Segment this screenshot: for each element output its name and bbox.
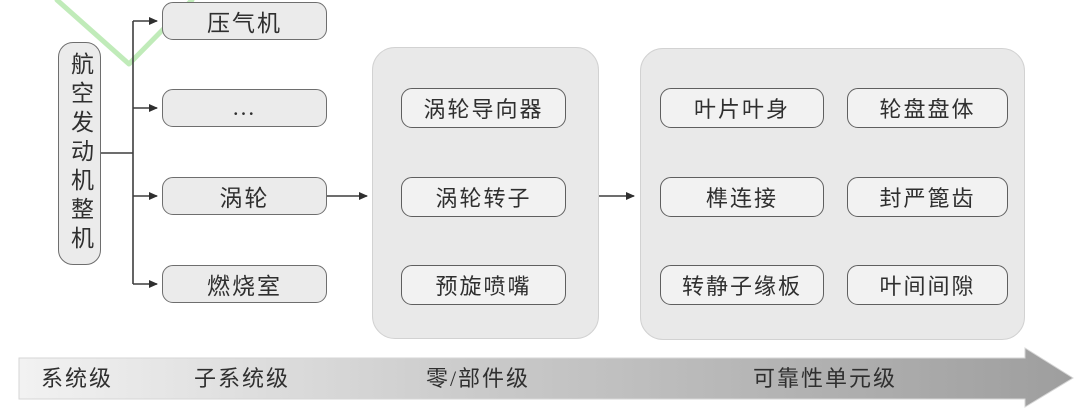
node-turbine-rotor: 涡轮转子 (401, 177, 566, 217)
node-tenon-joint: 榫连接 (660, 177, 824, 217)
node-rotor-stator-platform: 转静子缘板 (660, 265, 824, 305)
node-compressor: 压气机 (162, 2, 327, 40)
level-axis-labels: 系统级 子系统级 零/部件级 可靠性单元级 (0, 358, 1079, 399)
node-seal-labyrinth: 封严篦齿 (847, 177, 1008, 217)
node-blade-clearance: 叶间间隙 (847, 265, 1008, 305)
node-turbine: 涡轮 (162, 177, 327, 215)
node-combustor: 燃烧室 (162, 265, 327, 303)
level-component: 零/部件级 (425, 366, 531, 391)
node-ellipsis: ... (162, 89, 327, 127)
level-subsystem: 子系统级 (193, 366, 291, 391)
level-system: 系统级 (40, 366, 114, 391)
node-preswirl-nozzle: 预旋喷嘴 (401, 265, 566, 305)
node-aero-engine-whole: 航空发动机整机 (58, 42, 101, 265)
node-turbine-guide-vane: 涡轮导向器 (401, 88, 566, 128)
level-reliability-unit: 可靠性单元级 (752, 366, 898, 391)
node-blade-body: 叶片叶身 (660, 88, 824, 128)
node-disk-body: 轮盘盘体 (847, 88, 1008, 128)
